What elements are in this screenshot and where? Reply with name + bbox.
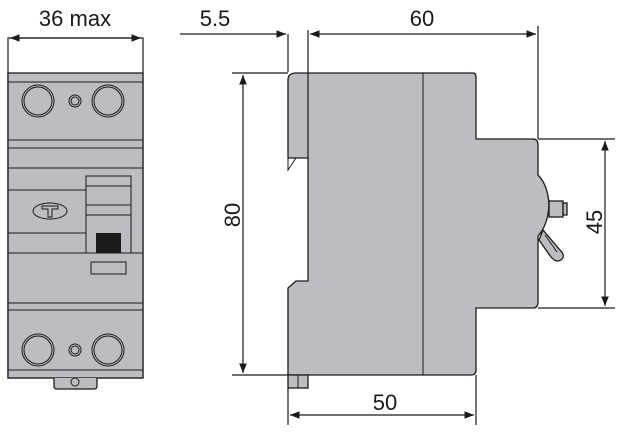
din-clip <box>53 378 98 390</box>
front-view <box>7 37 144 390</box>
side-view <box>287 72 568 389</box>
dimension-width-label: 36 max <box>39 6 111 31</box>
dimension-front-height-label: 45 <box>582 210 607 234</box>
dimension-rail-offset-label: 5.5 <box>200 6 231 31</box>
test-button-logo-icon <box>32 202 68 220</box>
status-window <box>90 261 127 275</box>
terminal-screws-top <box>21 84 125 118</box>
lever <box>538 228 564 262</box>
terminal-screws-bottom <box>21 333 125 367</box>
dimension-body-depth-label: 50 <box>373 390 397 415</box>
dimension-height-label: 80 <box>220 203 245 227</box>
toggle-handle <box>85 175 132 254</box>
test-knob <box>548 200 568 218</box>
dimension-depth-total-label: 60 <box>410 6 434 31</box>
